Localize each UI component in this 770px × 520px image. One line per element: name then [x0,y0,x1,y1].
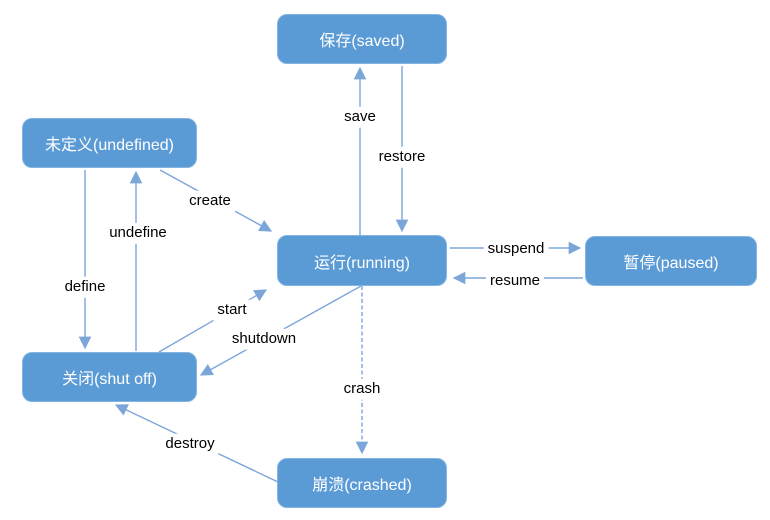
edge-label-start: start [213,299,251,321]
state-node-running: 运行(running) [277,235,447,286]
state-node-shutoff: 关闭(shut off) [22,352,197,402]
state-node-crashed: 崩溃(crashed) [277,458,447,508]
state-node-paused: 暂停(paused) [585,236,757,286]
edge-label-define: define [60,276,110,298]
edge-label-restore: restore [374,146,430,168]
edge-label-save: save [340,106,380,128]
edge-label-resume: resume [485,270,545,292]
state-node-undefined: 未定义(undefined) [22,118,197,168]
edge-label-crash: crash [339,378,385,400]
edge-label-shutdown: shutdown [227,328,301,350]
edge-label-create: create [185,190,235,212]
state-node-saved: 保存(saved) [277,14,447,64]
edge-label-destroy: destroy [161,433,219,455]
edge-label-undefine: undefine [105,222,171,244]
edge-label-suspend: suspend [483,238,549,260]
